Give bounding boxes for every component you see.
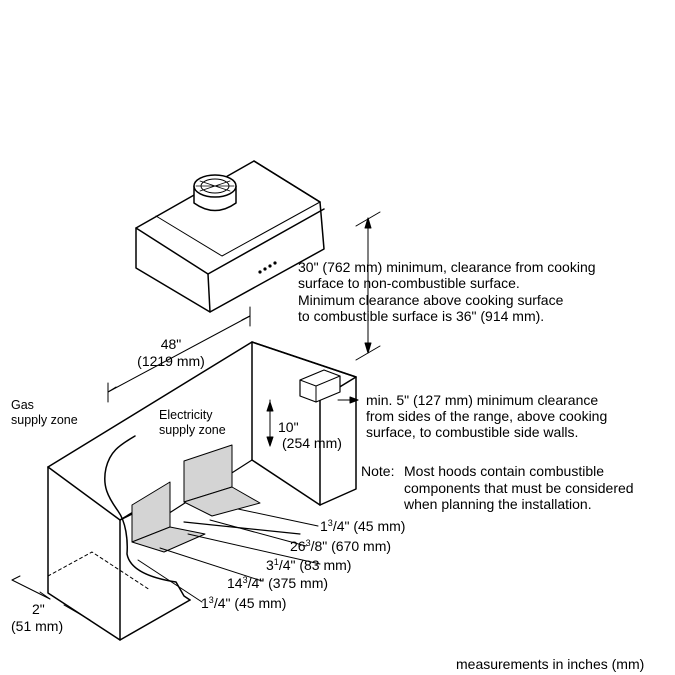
side-clearance-line2: from sides of the range, above cooking — [366, 408, 608, 424]
blower-collar — [193, 174, 237, 212]
clearance-note-line1: 30" (762 mm) minimum, clearance from coo… — [298, 259, 596, 275]
depth-dim-mm: (51 mm) — [11, 618, 64, 634]
dimension-lines — [11, 211, 381, 621]
electricity-zone-label-line1: Electricity — [159, 408, 213, 422]
supply-zones — [131, 444, 261, 553]
right-side-wall — [251, 341, 357, 506]
note-line3: when planning the installation. — [404, 496, 592, 512]
gas-zone-label-line2: supply zone — [11, 413, 78, 427]
dim-1-3-4-lower: 13/4" (45 mm) — [201, 595, 287, 611]
range-hood — [135, 160, 325, 313]
side-clearance-line3: surface, to combustible side walls. — [366, 424, 579, 440]
measurements-footer: measurements in inches (mm) — [456, 656, 645, 672]
electricity-zone-label-line2: supply zone — [159, 423, 226, 437]
height-dim-mm: (254 mm) — [282, 435, 342, 451]
clearance-note-line3: Minimum clearance above cooking surface — [298, 292, 564, 308]
gas-zone-label-line1: Gas — [11, 398, 34, 412]
gas-zone-cutout — [104, 435, 191, 601]
width-dim-inches: 48" — [160, 336, 182, 352]
clearance-note-line2: surface to non-combustible surface. — [298, 275, 520, 291]
floor-footprint-dashed — [47, 551, 151, 591]
note-line2: components that must be considered — [404, 480, 634, 496]
dim-14-3-4: 143/4" (375 mm) — [227, 575, 329, 591]
side-clearance-line1: min. 5" (127 mm) minimum clearance — [366, 392, 599, 408]
width-dim-mm: (1219 mm) — [137, 353, 205, 369]
height-dim-inches: 10" — [278, 419, 299, 435]
dim-26-3-8: 263/8" (670 mm) — [290, 538, 392, 554]
note-prefix: Note: — [361, 463, 395, 479]
hood-control-knobs — [258, 261, 277, 274]
note-line1: Most hoods contain combustible — [404, 463, 604, 479]
depth-dim-inches: 2" — [32, 601, 45, 617]
dim-1-3-4-upper: 13/4" (45 mm) — [320, 518, 406, 534]
clearance-note-line4: to combustible surface is 36" (914 mm). — [298, 308, 545, 324]
dim-3-1-4: 31/4" (83 mm) — [266, 557, 352, 573]
